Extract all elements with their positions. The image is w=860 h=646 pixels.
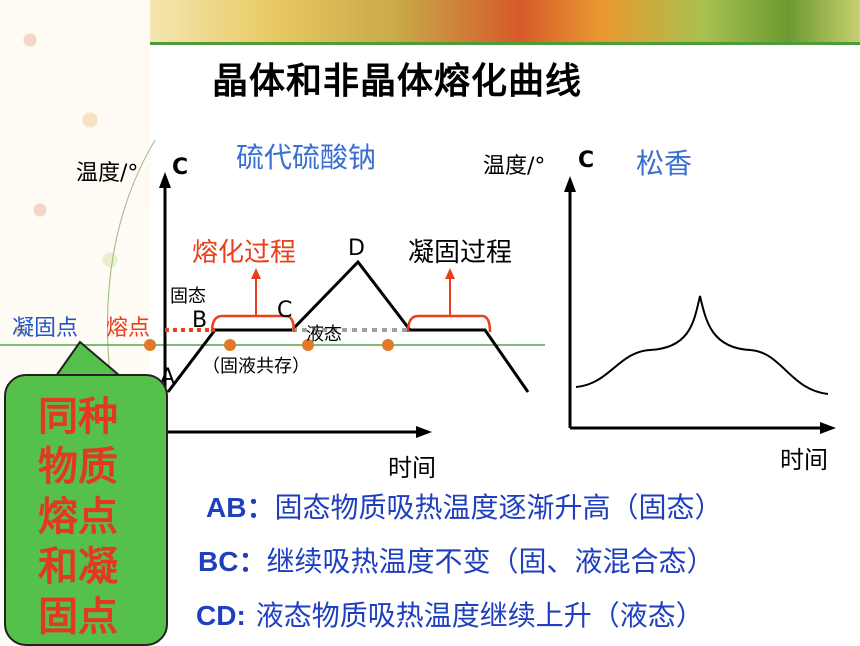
header-rule [150,42,860,45]
solidifying-arrow-head [445,268,455,279]
description-cd: CD: 液态物质吸热温度继续上升（液态） [196,594,704,634]
melting-bracket [210,314,296,333]
point-label-b: B [192,308,208,333]
left-y-axis-label: 温度/° [76,161,139,186]
description-text: 继续吸热温度不变（固、液混合态） [266,545,715,578]
marker-dot [302,339,314,351]
description-key: BC： [198,546,267,577]
description-ab: AB：固态物质吸热温度逐渐升高（固态） [206,486,722,526]
solid-state-label: 固态 [170,286,206,307]
description-bc: BC：继续吸热温度不变（固、液混合态） [198,540,714,580]
slide-title: 晶体和非晶体熔化曲线 [212,61,583,102]
melting-point-label: 熔点 [106,316,151,341]
description-text: 固态物质吸热温度逐渐升高（固态） [274,491,723,524]
marker-dot [224,339,236,351]
right-x-arrow [820,422,836,434]
left-substance-label: 硫代硫酸钠 [236,141,377,174]
note-line: 熔点 [38,493,118,540]
point-label-c: C [277,298,293,323]
header-banner [150,0,860,42]
coexist-label: （固液共存） [202,356,310,377]
left-x-axis-label: 时间 [388,454,436,482]
left-y-unit: C [172,155,189,180]
left-y-arrow [159,172,171,188]
left-x-arrow [416,426,432,438]
amorphous-curve [575,295,829,395]
description-key: CD: [196,600,246,631]
right-x-axis-label: 时间 [780,446,828,474]
point-label-d: D [348,236,365,261]
description-key: AB： [206,492,275,523]
marker-dot [144,339,156,351]
freezing-point-label: 凝固点 [12,316,79,341]
note-line: 和凝 [38,543,118,590]
right-y-arrow [564,176,576,192]
note-line: 物质 [38,443,118,490]
solidifying-process-label: 凝固过程 [408,238,513,268]
note-line: 固点 [38,593,118,640]
liquid-state-label: 液态 [306,324,342,345]
right-y-unit: C [578,148,595,173]
marker-dot [382,339,394,351]
right-substance-label: 松香 [636,147,693,180]
melting-arrow-head [251,268,261,279]
melting-process-label: 熔化过程 [192,238,297,268]
note-bubble [4,374,168,646]
description-text: 液态物质吸热温度继续上升（液态） [255,599,704,632]
note-text: 同种 物质 熔点 和凝 固点 [38,392,128,642]
right-y-axis-label: 温度/° [483,154,546,179]
note-line: 同种 [38,393,118,440]
